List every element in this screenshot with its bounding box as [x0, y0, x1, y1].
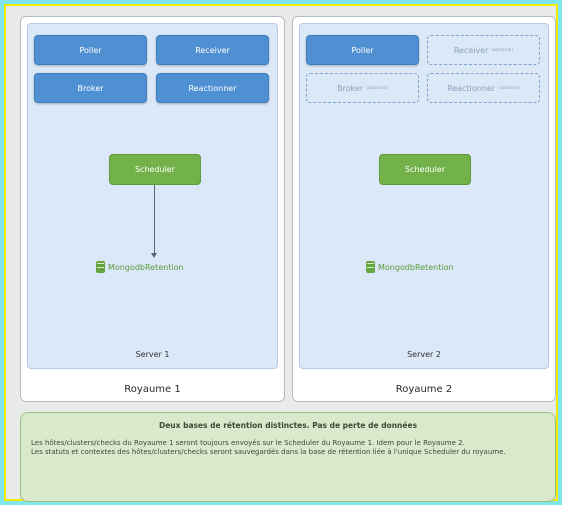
reactionner-label: Reactionner	[447, 83, 496, 93]
optional-note: (optional)	[366, 85, 388, 91]
server-label: Server 1	[135, 350, 170, 359]
retention-label: MongodbRetention	[108, 262, 184, 272]
diagram-frame: Poller Receiver Broker Reactionner Sched…	[4, 4, 558, 502]
retention-node: MongodbRetention	[366, 261, 454, 273]
scheduler-retention-arrow	[154, 185, 155, 255]
realm-label: Royaume 2	[395, 384, 453, 395]
receiver-label: Receiver	[453, 45, 489, 55]
scheduler-label: Scheduler	[404, 165, 446, 174]
receiver-box-optional: Receiver(optional)	[427, 35, 540, 65]
database-icon	[366, 261, 375, 273]
retention-label: MongodbRetention	[378, 262, 454, 272]
database-icon	[96, 261, 105, 273]
note-title: Deux bases de rétention distinctes. Pas …	[158, 421, 418, 430]
optional-note: (optional)	[498, 85, 520, 91]
server-label: Server 2	[407, 350, 441, 359]
reactionner-box: Reactionner	[156, 73, 269, 103]
scheduler-label: Scheduler	[134, 165, 176, 174]
scheduler-box: Scheduler	[379, 154, 471, 185]
receiver-label: Receiver	[195, 45, 230, 55]
realm-2: Poller Receiver(optional) Broker(optiona…	[292, 16, 556, 402]
reactionner-label: Reactionner	[188, 83, 237, 93]
poller-box: Poller	[306, 35, 419, 65]
optional-note: (optional)	[491, 47, 514, 53]
realm-1: Poller Receiver Broker Reactionner Sched…	[20, 16, 285, 402]
reactionner-box-optional: Reactionner(optional)	[427, 73, 540, 103]
note-line-1: Les hôtes/clusters/checks du Royaume 1 s…	[31, 439, 465, 447]
poller-label: Poller	[79, 45, 102, 55]
broker-label: Broker	[77, 83, 104, 93]
server-1: Poller Receiver Broker Reactionner Sched…	[27, 23, 278, 369]
arrowhead	[151, 253, 157, 258]
scheduler-box: Scheduler	[109, 154, 201, 185]
server-2: Poller Receiver(optional) Broker(optiona…	[299, 23, 549, 369]
info-note: Deux bases de rétention distinctes. Pas …	[20, 412, 556, 502]
poller-box: Poller	[34, 35, 147, 65]
retention-node: MongodbRetention	[96, 261, 184, 273]
receiver-box: Receiver	[156, 35, 269, 65]
poller-label: Poller	[351, 45, 374, 55]
broker-box: Broker	[34, 73, 147, 103]
broker-box-optional: Broker(optional)	[306, 73, 419, 103]
note-line-2: Les statuts et contextes des hôtes/clust…	[31, 448, 506, 456]
realm-label: Royaume 1	[124, 384, 181, 395]
broker-label: Broker	[337, 83, 364, 93]
